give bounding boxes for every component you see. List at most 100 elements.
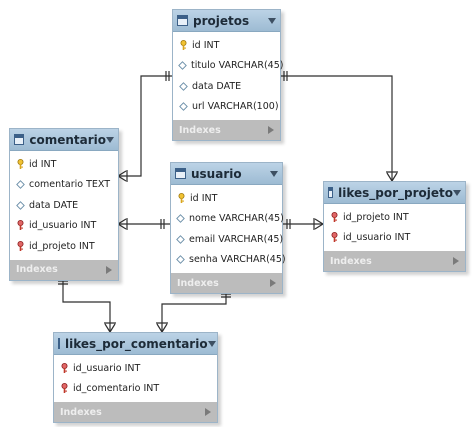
table-projetos[interactable]: projetos id INT titulo VARCHAR(45) data … [172, 9, 284, 141]
table-header[interactable]: likes_por_comentario [54, 333, 217, 355]
collapse-caret-icon[interactable] [207, 340, 216, 347]
table-icon [14, 134, 25, 145]
indexes-footer[interactable]: Indexes [173, 120, 280, 140]
column-label: id_comentario INT [73, 383, 160, 395]
foreign-key-icon [59, 362, 69, 374]
table-name: likes_por_comentario [65, 336, 208, 351]
column-label: comentario TEXT [29, 179, 111, 191]
column-label: nome VARCHAR(45) [189, 213, 284, 225]
column-list: id INT titulo VARCHAR(45) data DATE url … [173, 32, 284, 120]
table-icon [328, 187, 334, 198]
indexes-footer[interactable]: Indexes [324, 251, 465, 271]
column-list: id INT nome VARCHAR(45) email VARCHAR(45… [171, 185, 286, 273]
foreign-key-icon [15, 220, 25, 231]
foreign-key-icon [329, 211, 339, 223]
column-label: senha VARCHAR(45) [189, 254, 286, 266]
column-label: data DATE [29, 199, 79, 211]
collapse-caret-icon[interactable] [270, 170, 278, 177]
relation-projetos-likes-por-projeto [279, 75, 393, 181]
column-row[interactable]: data DATE [10, 195, 118, 216]
collapse-caret-icon[interactable] [106, 136, 114, 143]
column-label: id_usuario INT [29, 220, 97, 232]
relation-projetos-comentario [118, 75, 172, 177]
column-label: url VARCHAR(100) [192, 101, 279, 113]
column-row[interactable]: id_usuario INT [324, 228, 465, 249]
column-row[interactable]: titulo VARCHAR(45) [173, 56, 284, 77]
table-icon [175, 168, 186, 179]
table-icon [58, 338, 60, 349]
column-row[interactable]: id_projeto INT [324, 207, 465, 228]
column-row[interactable]: id_usuario INT [10, 216, 118, 237]
column-row[interactable]: email VARCHAR(45) [171, 229, 284, 250]
indexes-footer[interactable]: Indexes [10, 259, 118, 280]
column-row[interactable]: id INT [173, 35, 280, 56]
expand-arrow-icon[interactable] [270, 279, 276, 287]
column-list: id INT comentario TEXT data DATE id_usua… [10, 151, 118, 260]
column-row[interactable]: id INT [10, 154, 118, 175]
indexes-label: Indexes [16, 264, 58, 275]
column-icon [178, 102, 188, 112]
column-list: id_usuario INT id_comentario INT [54, 355, 217, 402]
column-row[interactable]: id_projeto INT [10, 236, 118, 257]
column-icon [178, 61, 187, 71]
foreign-key-icon [329, 232, 339, 243]
column-icon [178, 81, 188, 91]
column-icon [176, 234, 185, 244]
column-label: id_projeto INT [343, 211, 409, 223]
foreign-key-icon [15, 240, 25, 252]
indexes-footer[interactable]: Indexes [54, 402, 217, 422]
collapse-caret-icon[interactable] [453, 189, 461, 196]
column-row[interactable]: id_comentario INT [54, 379, 217, 400]
expand-arrow-icon[interactable] [268, 126, 274, 134]
primary-key-icon [178, 39, 188, 51]
primary-key-icon [176, 192, 186, 204]
column-row[interactable]: id_usuario INT [54, 358, 217, 379]
table-comentario[interactable]: comentario id INT comentario TEXT data D… [9, 128, 119, 281]
collapse-caret-icon[interactable] [268, 17, 276, 24]
indexes-label: Indexes [330, 255, 372, 267]
relation-usuario-likes-por-comentario [161, 287, 227, 332]
foreign-key-icon [59, 383, 69, 394]
indexes-footer[interactable]: Indexes [171, 273, 282, 293]
table-likes-por-comentario[interactable]: likes_por_comentario id_usuario INT id_c… [53, 332, 218, 423]
column-label: id INT [192, 39, 220, 51]
table-likes-por-projeto[interactable]: likes_por_projeto id_projeto INT id_usua… [323, 181, 466, 272]
table-header[interactable]: projetos [173, 10, 280, 32]
table-name: projetos [193, 13, 250, 28]
table-name: comentario [29, 132, 106, 147]
table-name: likes_por_projeto [338, 185, 453, 200]
column-row[interactable]: data DATE [173, 76, 280, 97]
column-label: id_projeto INT [29, 240, 95, 252]
column-label: id_usuario INT [73, 362, 141, 374]
column-list: id_projeto INT id_usuario INT [324, 204, 465, 251]
column-label: id INT [29, 158, 57, 170]
relation-comentario-likes-por-comentario [62, 272, 111, 332]
table-header[interactable]: usuario [171, 163, 282, 185]
column-label: id_usuario INT [343, 232, 411, 244]
column-label: id INT [190, 192, 218, 204]
column-row[interactable]: url VARCHAR(100) [173, 97, 280, 118]
table-header[interactable]: comentario [10, 129, 118, 151]
column-row[interactable]: senha VARCHAR(45) [171, 250, 286, 271]
column-label: email VARCHAR(45) [189, 233, 284, 245]
expand-arrow-icon[interactable] [106, 265, 112, 274]
column-icon [176, 214, 185, 224]
indexes-label: Indexes [60, 406, 102, 418]
column-label: titulo VARCHAR(45) [191, 60, 284, 72]
column-row[interactable]: id INT [171, 188, 282, 209]
column-icon [176, 255, 185, 265]
table-icon [177, 15, 188, 26]
table-name: usuario [191, 166, 242, 181]
column-label: data DATE [192, 80, 242, 92]
column-row[interactable]: comentario TEXT [10, 175, 118, 196]
column-icon [15, 200, 25, 210]
expand-arrow-icon[interactable] [205, 408, 211, 416]
column-icon [15, 180, 25, 190]
primary-key-icon [15, 158, 25, 170]
expand-arrow-icon[interactable] [453, 257, 459, 265]
table-header[interactable]: likes_por_projeto [324, 182, 465, 204]
table-usuario[interactable]: usuario id INT nome VARCHAR(45) email VA… [170, 162, 286, 294]
indexes-label: Indexes [179, 124, 221, 136]
column-row[interactable]: nome VARCHAR(45) [171, 209, 284, 230]
